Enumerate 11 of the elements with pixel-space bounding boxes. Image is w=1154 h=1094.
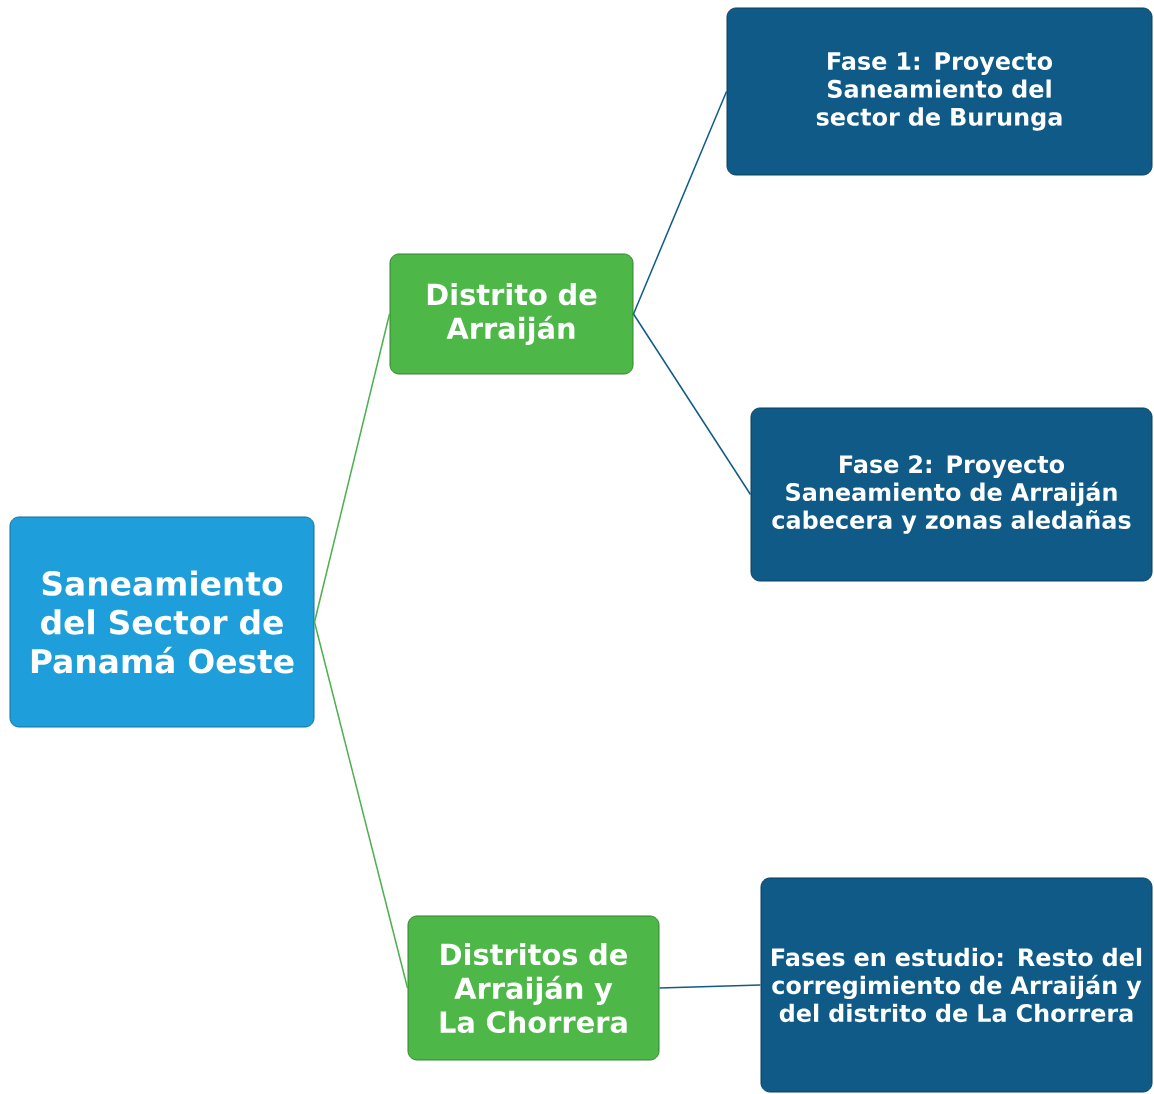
process-box: Distrito de Arraiján xyxy=(389,253,634,375)
connector-line xyxy=(313,313,391,623)
connector-line xyxy=(632,90,728,315)
connector-line xyxy=(658,984,762,989)
process-box: Fases en estudio: Resto del corregimiento de Arraiján y del distrito de La Chorrera xyxy=(760,877,1153,1093)
process-box: Fase 1: Proyecto Saneamiento del sector de Burunga xyxy=(726,7,1153,176)
process-box: Distritos de Arraiján y La Chorrera xyxy=(407,915,660,1061)
connector-line xyxy=(632,313,752,496)
process-box: Saneamiento del Sector de Panamá Oeste xyxy=(9,516,315,728)
process-box: Fase 2: Proyecto Saneamiento de Arraiján cabecera y zonas aledañas xyxy=(750,407,1153,582)
connector-line xyxy=(313,621,409,989)
